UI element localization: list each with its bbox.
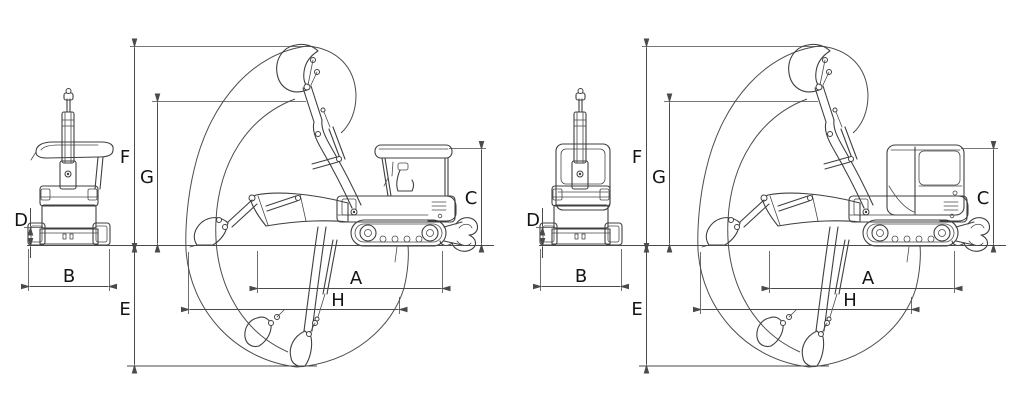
dim-label-g: G xyxy=(652,167,666,188)
dim-label-d: D xyxy=(526,210,540,231)
dim-label-a: A xyxy=(350,268,363,289)
dim-label-f: F xyxy=(120,147,130,168)
dim-label-b: B xyxy=(575,266,587,287)
panel-canopy-drawing: A B C D E F G H xyxy=(14,43,512,368)
dim-label-g: G xyxy=(140,167,154,188)
panel-cab-drawing: A B C D E F G H xyxy=(526,43,1024,368)
dim-label-e: E xyxy=(631,299,642,320)
dimension-labels: A B C D E F G H xyxy=(526,147,989,320)
dim-label-h: H xyxy=(331,290,345,311)
dim-label-e: E xyxy=(119,299,130,320)
front-view-instance xyxy=(27,87,111,246)
panel-canopy: A B C D E F G H xyxy=(14,43,512,368)
dim-label-f: F xyxy=(632,147,642,168)
side-view-instance xyxy=(697,43,991,368)
side-view-instance xyxy=(185,43,479,368)
side-view-cab-instance xyxy=(886,144,965,216)
dim-label-d: D xyxy=(14,210,28,231)
dimension-labels: A B C D E F G H xyxy=(14,147,477,320)
dim-label-b: B xyxy=(63,266,75,287)
dim-label-c: C xyxy=(977,188,990,209)
dim-label-c: C xyxy=(465,188,478,209)
front-view-canopy-instance xyxy=(30,141,114,190)
side-view-canopy-instance xyxy=(374,144,453,197)
dim-label-h: H xyxy=(843,290,857,311)
dim-label-a: A xyxy=(862,268,875,289)
panel-cab: A B C D E F G H xyxy=(512,0,1024,400)
